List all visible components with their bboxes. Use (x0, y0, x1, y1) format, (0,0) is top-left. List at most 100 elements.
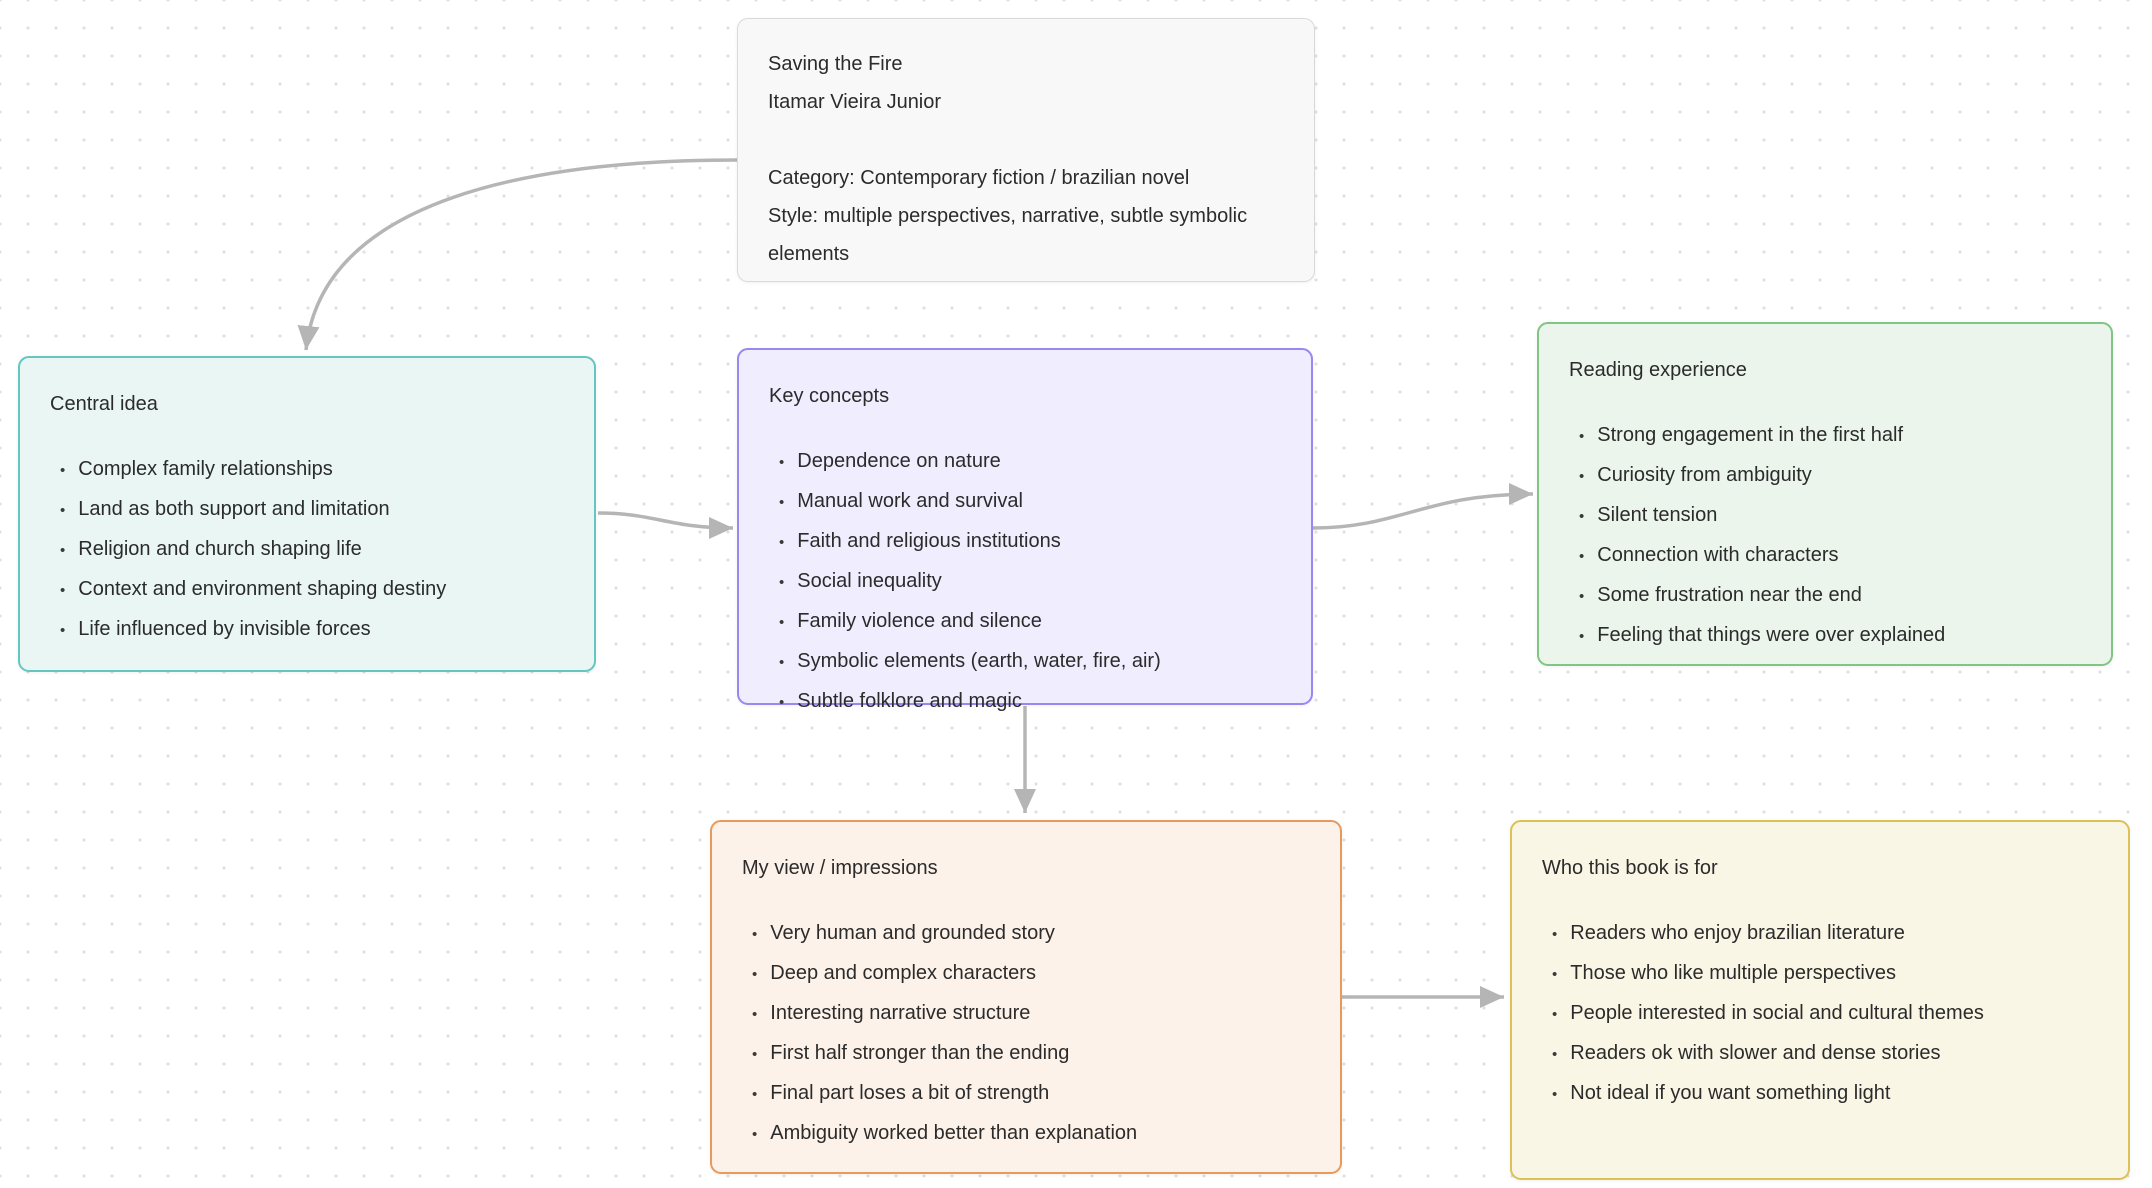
list-item-text: Ambiguity worked better than explanation (770, 1122, 1138, 1144)
bullet-icon: • (1579, 628, 1585, 645)
bullet-icon: • (1552, 1006, 1558, 1023)
list-item-text: Very human and grounded story (770, 922, 1055, 944)
bullet-icon: • (752, 926, 758, 943)
node-key-concepts[interactable]: Key concepts • Dependence on nature • Manu… (737, 348, 1313, 712)
list-item: • Deep and complex characters (742, 954, 1310, 994)
bullet-icon: • (779, 494, 785, 511)
list-item: • Faith and religious institutions (769, 522, 1281, 562)
list-item: • Very human and grounded story (742, 914, 1310, 954)
bullet-icon: • (779, 574, 785, 591)
list-item-text: Interesting narrative structure (770, 1002, 1031, 1024)
list-item: •Readers ok with slower and dense storie… (1542, 1034, 2098, 1074)
list-item-text: Family violence and silence (797, 610, 1042, 632)
list-item: • Religion and church shaping life (50, 530, 564, 570)
node-title: My view / impressions (742, 857, 938, 879)
node-book-info[interactable]: Saving the Fire Itamar Vieira Junior Cat… (737, 18, 1315, 282)
list-item: •Connection with characters (1569, 536, 2081, 576)
list-item: •Curiosity from ambiguity (1569, 456, 2081, 496)
list-item-text: People interested in social and cultural… (1570, 1002, 1984, 1024)
list-item: • Context and environment shaping destiny (50, 570, 564, 610)
list-item-text: Final part loses a bit of strength (770, 1082, 1050, 1104)
list-item-text: Deep and complex characters (770, 962, 1036, 984)
node-central-idea[interactable]: Central idea • Complex family relationshi… (18, 356, 596, 672)
list-item-text: Manual work and survival (797, 490, 1023, 512)
list-item-text: Life influenced by invisible forces (78, 618, 371, 640)
list-item: • Social inequality (769, 562, 1281, 602)
list-item-text: Readers who enjoy brazilian literature (1570, 922, 1905, 944)
node-title: Key concepts (769, 385, 890, 407)
bullet-icon: • (752, 1126, 758, 1143)
bullet-icon: • (1579, 508, 1585, 525)
list-item-text: Some frustration near the end (1597, 584, 1862, 606)
edge-central-idea-to-key-concepts[interactable] (597, 511, 734, 539)
node-reading-experience[interactable]: Reading experience • Strong engagement in… (1537, 322, 2113, 666)
bullet-icon: • (1552, 1046, 1558, 1063)
list-item: •Land as both support and limitation (50, 490, 564, 530)
bullet-icon: • (60, 542, 66, 559)
list-item-text: Subtle folklore and magic (797, 690, 1022, 712)
bullet-icon: • (752, 1046, 758, 1063)
bullet-icon: • (60, 462, 66, 479)
list-item-text: Social inequality (797, 570, 942, 592)
book-style: Style: multiple perspectives, narrative,… (768, 205, 1248, 265)
list-item-text: Curiosity from ambiguity (1597, 464, 1812, 486)
bullet-list: •Readers who enjoy brazilian literature … (1542, 914, 2098, 1114)
node-title: Who this book is for (1542, 857, 1718, 879)
list-item-text: Strong engagement in the first half (1597, 424, 1904, 446)
list-item-text: Symbolic elements (earth, water, fire, a… (797, 650, 1161, 672)
bullet-icon: • (1579, 428, 1585, 445)
list-item-text: Dependence on nature (797, 450, 1001, 472)
bullet-icon: • (60, 502, 66, 519)
list-item: •Feeling that things were over explained (1569, 616, 2081, 656)
list-item-text: Context and environment shaping destiny (78, 578, 447, 600)
node-title: Reading experience (1569, 359, 1747, 381)
node-title: Central idea (50, 393, 158, 415)
list-item-text: First half stronger than the ending (770, 1042, 1070, 1064)
bullet-icon: • (1552, 926, 1558, 943)
edge-book-info-to-central-idea[interactable] (297, 158, 738, 351)
list-item: • Life influenced by invisible forces (50, 610, 564, 650)
node-my-view[interactable]: My view / impressions • Very human and gr… (710, 820, 1342, 1174)
list-item: • People interested in social and cultura… (1542, 994, 2098, 1034)
list-item: • Interesting narrative structure (742, 994, 1310, 1034)
bullet-icon: • (779, 654, 785, 671)
list-item-text: Not ideal if you want something light (1570, 1082, 1891, 1104)
bullet-icon: • (752, 966, 758, 983)
list-item-text: Faith and religious institutions (797, 530, 1061, 552)
list-item: • Symbolic elements (earth, water, fire, … (769, 642, 1281, 682)
list-item: • Strong engagement in the first half (1569, 416, 2081, 456)
bullet-icon: • (752, 1086, 758, 1103)
bullet-list: • Dependence on nature • Manual work and s… (769, 442, 1281, 722)
list-item: • Complex family relationships (50, 450, 564, 490)
list-item-text: Complex family relationships (78, 458, 333, 480)
book-title: Saving the Fire (768, 53, 903, 75)
bullet-icon: • (60, 622, 66, 639)
bullet-icon: • (1579, 588, 1585, 605)
list-item: • First half stronger than the ending (742, 1034, 1310, 1074)
list-item: • Ambiguity worked better than explanatio… (742, 1114, 1310, 1154)
bullet-icon: • (1552, 966, 1558, 983)
bullet-icon: • (779, 694, 785, 711)
list-item: •Silent tension (1569, 496, 2081, 536)
list-item: • Final part loses a bit of strength (742, 1074, 1310, 1114)
blank-line (768, 121, 1284, 159)
bullet-list: • Very human and grounded story • Deep and… (742, 914, 1310, 1154)
list-item: • Readers who enjoy brazilian literature (1542, 914, 2098, 954)
list-item: • Subtle folklore and magic (769, 682, 1281, 722)
bullet-icon: • (779, 534, 785, 551)
list-item: •Those who like multiple perspectives (1542, 954, 2098, 994)
book-category: Category: Contemporary fiction / brazili… (768, 167, 1190, 189)
bullet-list: •Strong engagement in the first half •Cu… (1569, 416, 2081, 656)
bullet-icon: • (60, 582, 66, 599)
edge-key-concepts-to-reading-experience[interactable] (1312, 483, 1534, 530)
list-item-text: Religion and church shaping life (78, 538, 362, 560)
list-item: •Family violence and silence (769, 602, 1281, 642)
bullet-icon: • (779, 454, 785, 471)
list-item: •Not ideal if you want something light (1542, 1074, 2098, 1114)
bullet-icon: • (752, 1006, 758, 1023)
bullet-list: • Complex family relationships •Land as b… (50, 450, 564, 650)
list-item: • Manual work and survival (769, 482, 1281, 522)
list-item-text: Connection with characters (1597, 544, 1839, 566)
node-who-for[interactable]: Who this book is for • Readers who enjoy … (1510, 820, 2130, 1180)
